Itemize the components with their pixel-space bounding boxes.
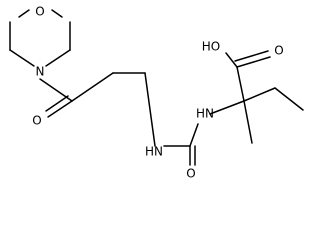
- bond-carbonyl-to-ch2: [71, 72, 114, 102]
- bond-ring-left-to-n: [9, 49, 35, 67]
- ring-nitrogen-label: N: [36, 65, 45, 79]
- bond-carboxyl-to-hydroxyl: [225, 52, 238, 68]
- bond-ethyl-to-methyl: [274, 87, 304, 111]
- urea-group: [163, 123, 199, 166]
- bond-carbonyl-oxygen-1: [47, 100, 73, 118]
- bond-urea-carbon-to-nh: [189, 123, 199, 147]
- morpholine-ring: [9, 9, 71, 67]
- amide-linker: [39, 72, 156, 147]
- bond-quaternary-to-methyl: [243, 100, 253, 144]
- bond-ring-o-left: [18, 9, 30, 18]
- amino-acid-fragment: [209, 50, 304, 144]
- amide-oxygen-label: O: [32, 114, 41, 128]
- acid-oxygen-label: O: [274, 44, 283, 58]
- ring-oxygen-label: O: [35, 5, 44, 19]
- bond-nh-to-quaternary: [209, 100, 245, 115]
- chemical-structure-diagram: O N O HN O HN HO O: [9, 5, 304, 181]
- bond-ring-right-to-n: [45, 49, 71, 67]
- urea-nh-right-label: HN: [196, 107, 214, 121]
- bond-carboxyl-oxygen-1: [236, 56, 271, 68]
- bond-carbonyl-oxygen-2: [45, 95, 69, 112]
- bond-carboxyl-oxygen-2: [234, 50, 269, 62]
- bond-quaternary-to-carboxyl: [236, 66, 245, 102]
- bond-quaternary-to-ethyl: [243, 87, 276, 102]
- urea-nh-left-label: HN: [145, 145, 163, 159]
- acid-hydroxyl-label: HO: [202, 40, 220, 54]
- bond-ring-o-right: [51, 9, 63, 18]
- bond-n-to-carbonyl: [39, 78, 73, 102]
- urea-oxygen-label: O: [186, 167, 195, 181]
- bond-ch2-to-nh: [144, 72, 156, 147]
